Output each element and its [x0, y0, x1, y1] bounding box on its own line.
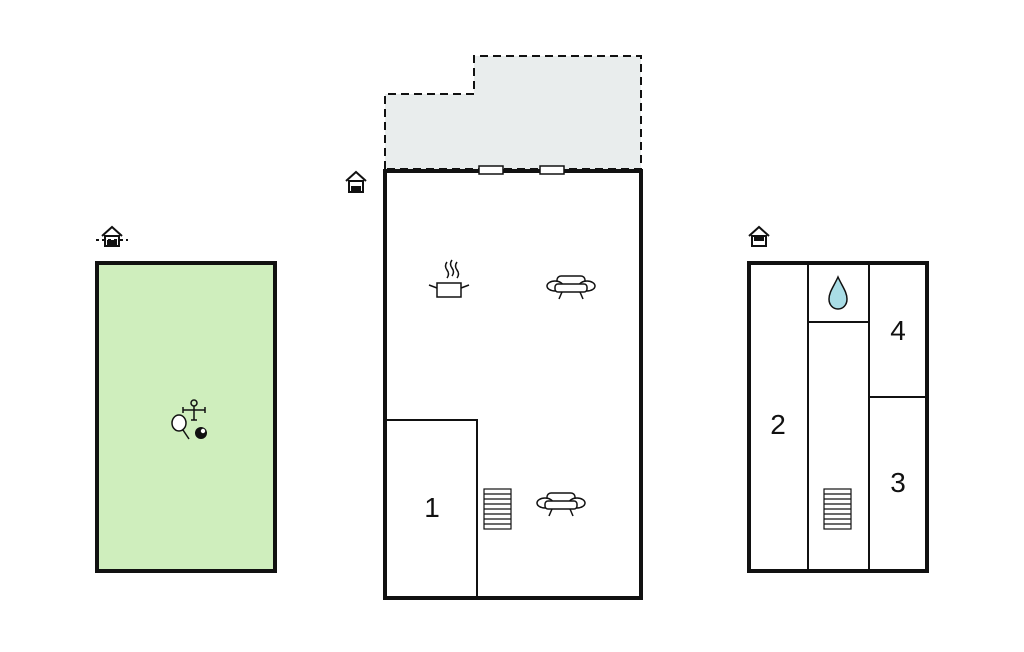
upper-building: 2 3 4	[747, 225, 929, 573]
house-basement-icon	[96, 225, 128, 247]
annex-building	[95, 225, 277, 573]
room-2-label: 2	[770, 409, 786, 440]
terrace-door	[478, 165, 504, 175]
main-building: 1	[345, 55, 643, 600]
room-1-label: 1	[424, 492, 440, 523]
room-1-walls	[387, 419, 478, 596]
stairs-icon	[483, 488, 512, 530]
cooking-pot-icon	[428, 259, 470, 298]
terrace-outline	[384, 55, 642, 170]
annex-floor	[95, 261, 277, 573]
stairs-icon	[823, 488, 852, 530]
shower-drop-icon	[828, 275, 848, 310]
main-floor	[383, 169, 643, 600]
room-3-label: 3	[890, 467, 906, 498]
table-tennis-icon	[171, 414, 190, 440]
room-4-label: 4	[890, 315, 906, 346]
table-football-icon	[182, 399, 206, 421]
sofa-icon	[546, 275, 596, 300]
sofa-icon	[536, 492, 586, 517]
house-ground-floor-icon	[345, 170, 367, 193]
billiard-ball-icon	[195, 427, 207, 439]
house-upper-floor-icon	[748, 225, 770, 247]
terrace-door	[539, 165, 565, 175]
